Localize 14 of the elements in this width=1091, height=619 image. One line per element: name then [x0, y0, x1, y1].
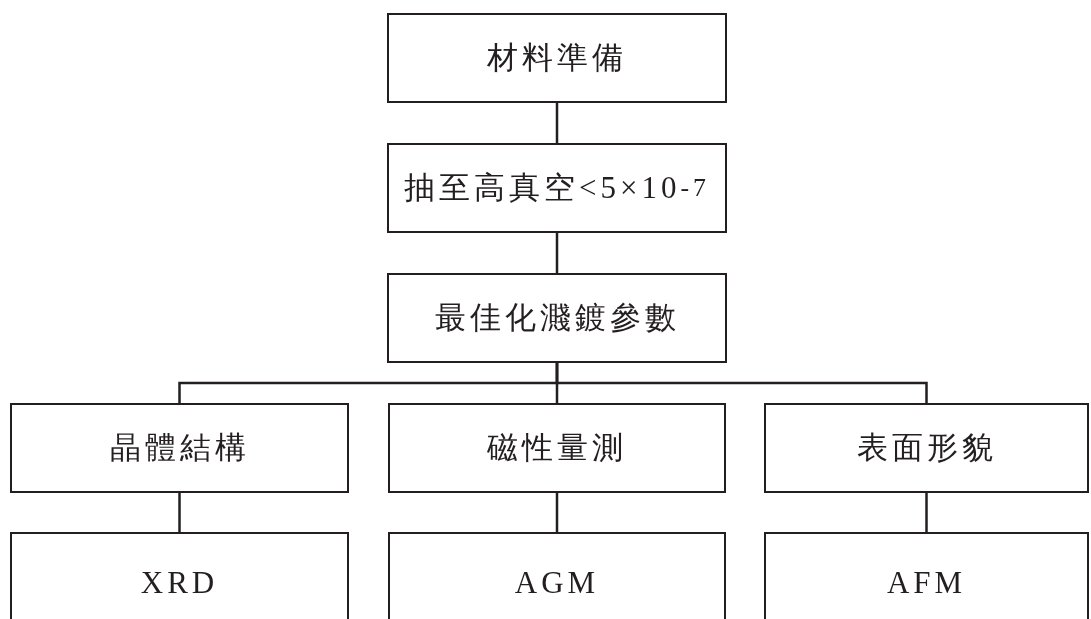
- process-box: 材料準備: [387, 13, 727, 103]
- connector-line: [925, 493, 928, 532]
- connector-line: [555, 103, 559, 143]
- process-box: AFM: [764, 532, 1089, 619]
- process-box: 晶體結構: [10, 403, 349, 493]
- process-box: AGM: [388, 532, 726, 619]
- connector-line: [555, 363, 928, 403]
- process-box: 表面形貌: [764, 403, 1089, 493]
- process-box: 磁性量測: [388, 403, 726, 493]
- process-box: XRD: [10, 532, 349, 619]
- connector-line: [178, 493, 181, 532]
- process-box: 最佳化濺鍍參數: [387, 273, 727, 363]
- connector-line: [555, 493, 559, 532]
- connector-line: [555, 233, 559, 273]
